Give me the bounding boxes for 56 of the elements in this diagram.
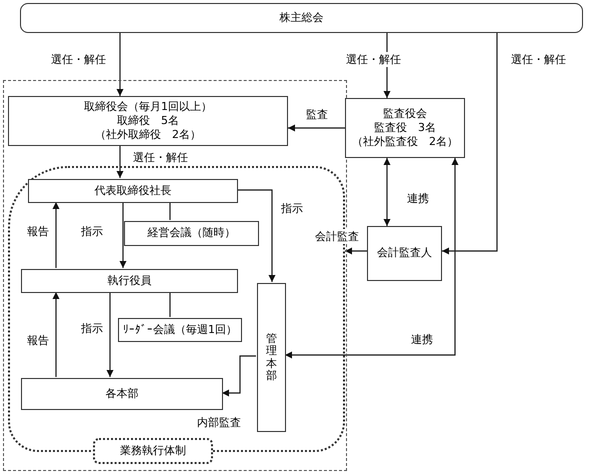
organization-box bbox=[21, 378, 223, 410]
arrow bbox=[442, 33, 498, 254]
arrow bbox=[106, 292, 114, 377]
arrow bbox=[345, 248, 367, 254]
connector-line bbox=[169, 292, 171, 317]
meeting-box bbox=[20, 3, 583, 33]
edge-label: 選任・解任 bbox=[345, 52, 402, 67]
arrow bbox=[384, 158, 390, 226]
arrow bbox=[52, 292, 60, 377]
department-box bbox=[257, 283, 286, 432]
node-title: 取締役会（毎月1回以上） bbox=[84, 100, 212, 114]
node-title: ﾘｰﾀﾞｰ会議（毎週1回） bbox=[123, 322, 237, 338]
edge-label: 内部監査 bbox=[196, 415, 242, 430]
node-text: （社外取締役 2名） bbox=[95, 128, 201, 142]
organization-box bbox=[21, 269, 238, 293]
node-title: 経営会議（随時） bbox=[148, 226, 236, 241]
edge-label: 連携 bbox=[410, 332, 434, 347]
organization-box bbox=[8, 96, 288, 146]
node-title: 業務執行体制 bbox=[120, 444, 186, 458]
arrow bbox=[116, 146, 124, 178]
organization-box bbox=[118, 318, 242, 342]
organization-box bbox=[124, 221, 259, 246]
node-title: 株主総会 bbox=[280, 10, 324, 26]
node-title: 代表取締役社長 bbox=[94, 184, 172, 198]
node-title: 管理本部 bbox=[266, 333, 277, 382]
group-boundary bbox=[3, 80, 347, 471]
edge-label: 報告 bbox=[26, 333, 50, 348]
organization-box bbox=[367, 226, 442, 281]
node-text: 取締役 5名 bbox=[117, 114, 179, 128]
edge-label: 選任・解任 bbox=[132, 150, 189, 165]
organization-box bbox=[345, 98, 465, 158]
arrow bbox=[288, 124, 345, 132]
node-text: （社外監査役 2名） bbox=[352, 135, 458, 150]
edge-label: 指示 bbox=[280, 201, 304, 216]
edge-label: 指示 bbox=[80, 224, 104, 239]
arrow bbox=[285, 158, 458, 358]
arrow bbox=[222, 355, 256, 396]
node-text: 監査役 3名 bbox=[374, 120, 436, 136]
organization-box bbox=[28, 179, 238, 203]
edge-label: 選任・解任 bbox=[510, 52, 567, 67]
edge-label: 指示 bbox=[80, 321, 104, 336]
node-title: 会計監査人 bbox=[377, 246, 432, 261]
edge-label: 監査 bbox=[305, 107, 329, 122]
arrow bbox=[116, 33, 124, 96]
arrow bbox=[237, 189, 276, 282]
edge-label: 会計監査 bbox=[314, 229, 360, 244]
arrow bbox=[52, 202, 60, 268]
node-title: 各本部 bbox=[106, 386, 138, 402]
edge-label: 報告 bbox=[26, 224, 50, 239]
edge-label: 連携 bbox=[406, 191, 430, 206]
edge-label: 選任・解任 bbox=[50, 52, 107, 67]
arrow bbox=[120, 202, 126, 268]
connector-line bbox=[169, 202, 171, 220]
node-title: 監査役会 bbox=[383, 106, 427, 121]
node-title: 執行役員 bbox=[108, 274, 152, 288]
group-label bbox=[93, 438, 213, 464]
